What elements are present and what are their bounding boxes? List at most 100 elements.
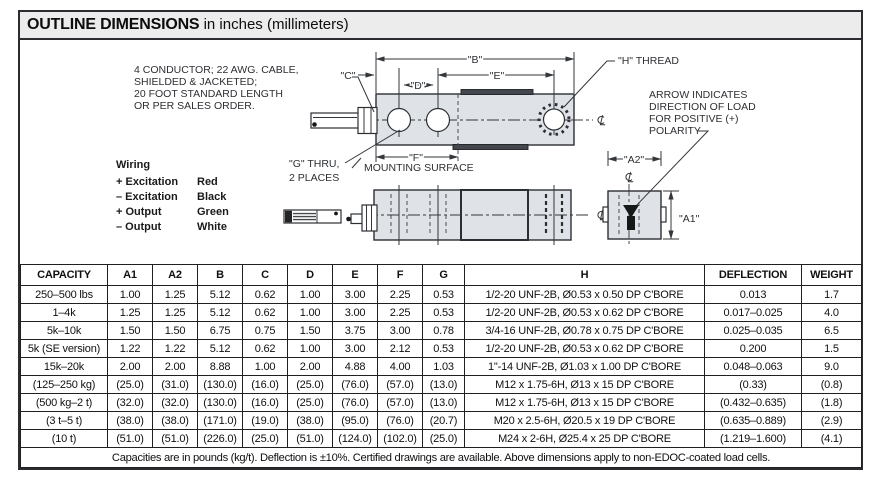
table-cell: 1.03 — [422, 357, 465, 376]
table-cell: 1–4k — [20, 303, 108, 322]
table-cell: 1.7 — [801, 285, 862, 304]
end-view: "A2" "A1" — [602, 130, 710, 247]
table-cell: 0.013 — [704, 285, 802, 304]
table-cell: 2.25 — [377, 303, 423, 322]
table-row: (500 kg–2 t)(32.0)(32.0)(130.0)(16.0)(25… — [20, 393, 862, 412]
cable-end-cap — [285, 210, 292, 223]
table-cell: M20 x 2.5-6H, Ø20.5 x 19 DP C'BORE — [464, 411, 705, 430]
column-header: E — [332, 264, 378, 286]
wiring-heading: Wiring — [116, 159, 150, 171]
side-lug-right — [660, 206, 667, 223]
table-cell: 3.00 — [377, 321, 423, 340]
table-cell: (16.0) — [242, 375, 288, 394]
table-cell: (2.9) — [801, 411, 862, 430]
cable-note-line: 20 FOOT STANDARD LENGTH — [134, 88, 283, 100]
table-cell: 1.50 — [287, 321, 333, 340]
table-cell: 5.12 — [197, 303, 243, 322]
table-cell: 1.25 — [152, 303, 198, 322]
table-cell: 1.50 — [152, 321, 198, 340]
table-cell: 0.78 — [422, 321, 465, 340]
outline-drawing: "B" "E" "C" "D" "F" "H" THREAD "G" — [116, 52, 756, 247]
side-view: "B" "E" "C" "D" "F" "H" THREAD "G" — [289, 52, 679, 184]
polarity-note-line: POLARITY — [649, 125, 701, 137]
table-cell: 250–500 lbs — [20, 285, 108, 304]
wiring-signal: + Excitation — [116, 176, 178, 188]
table-cell: (3 t–5 t) — [20, 411, 108, 430]
through-hole-1 — [386, 107, 412, 133]
column-header: C — [242, 264, 288, 286]
dim-label-F: "F" — [409, 152, 423, 164]
wiring-color: Red — [197, 176, 218, 188]
column-header: D — [287, 264, 333, 286]
table-cell: (1.8) — [801, 393, 862, 412]
table-cell: 1.25 — [107, 303, 153, 322]
polarity-note-line: FOR POSITIVE (+) — [649, 113, 739, 125]
table-cell: 1.00 — [287, 303, 333, 322]
dim-label-D: "D" — [410, 80, 425, 92]
bottom-mounting-pad — [452, 144, 529, 150]
table-cell: 1.22 — [107, 339, 153, 358]
mounting-surface-label: MOUNTING SURFACE — [364, 162, 474, 174]
table-cell: (38.0) — [287, 411, 333, 430]
table-cell: 1.22 — [152, 339, 198, 358]
dim-label-B: "B" — [468, 54, 483, 66]
table-cell: 0.62 — [242, 303, 288, 322]
cable-note: 4 CONDUCTOR; 22 AWG. CABLE, SHIELDED & J… — [134, 64, 299, 112]
table-cell: 0.025–0.035 — [704, 321, 802, 340]
table-cell: (0.8) — [801, 375, 862, 394]
column-header: WEIGHT — [801, 264, 862, 286]
centerline-icon — [625, 171, 634, 183]
table-cell: 0.017–0.025 — [704, 303, 802, 322]
cable-side — [310, 112, 360, 129]
table-cell: M12 x 1.75-6H, Ø13 x 15 DP C'BORE — [464, 375, 705, 394]
table-cell: 1.25 — [152, 285, 198, 304]
table-cell: 0.53 — [422, 285, 465, 304]
side-lug-left — [602, 206, 609, 223]
table-footnote-row: Capacities are in pounds (kg/t). Deflect… — [20, 447, 862, 468]
top-mounting-pad — [460, 89, 534, 95]
table-cell: (0.33) — [704, 375, 802, 394]
table-cell: 3.00 — [332, 303, 378, 322]
panel-title-units: in inches (millimeters) — [199, 16, 349, 33]
table-cell: 0.53 — [422, 339, 465, 358]
polarity-note-line: DIRECTION OF LOAD — [649, 101, 756, 113]
table-row: (10 t)(51.0)(51.0)(226.0)(25.0)(51.0)(12… — [20, 429, 862, 448]
table-cell: (171.0) — [197, 411, 243, 430]
table-cell: (38.0) — [107, 411, 153, 430]
table-cell: 1.50 — [107, 321, 153, 340]
table-cell: (51.0) — [152, 429, 198, 448]
table-row: (125–250 kg)(25.0)(31.0)(130.0)(16.0)(25… — [20, 375, 862, 394]
dim-label-A2: "A2" — [624, 154, 645, 166]
table-cell: (130.0) — [197, 375, 243, 394]
table-cell: (125–250 kg) — [20, 375, 108, 394]
table-cell: (13.0) — [422, 393, 465, 412]
polarity-note-line: ARROW INDICATES — [649, 89, 747, 101]
g-thru-leader — [344, 129, 401, 164]
table-cell: 0.75 — [242, 321, 288, 340]
wiring-legend: Wiring + Excitation Red – Excitation Bla… — [116, 159, 229, 233]
wiring-signal: + Output — [116, 206, 162, 218]
column-header: G — [422, 264, 465, 286]
cable-dot — [334, 211, 338, 216]
table-cell: (38.0) — [152, 411, 198, 430]
table-cell: 2.00 — [287, 357, 333, 376]
table-cell: (76.0) — [377, 411, 423, 430]
table-cell: (25.0) — [287, 393, 333, 412]
table-cell: (4.1) — [801, 429, 862, 448]
polarity-note: ARROW INDICATES DIRECTION OF LOAD FOR PO… — [649, 89, 756, 137]
table-cell: (500 kg–2 t) — [20, 393, 108, 412]
wiring-color: Black — [197, 191, 227, 203]
table-cell: M12 x 1.75-6H, Ø13 x 15 DP C'BORE — [464, 393, 705, 412]
table-cell: (25.0) — [107, 375, 153, 394]
wiring-color: Green — [197, 206, 229, 218]
cable-note-leader — [352, 76, 375, 113]
table-cell: 1.5 — [801, 339, 862, 358]
dim-label-E: "E" — [490, 70, 505, 82]
table-cell: 3/4-16 UNF-2B, Ø0.78 x 0.75 DP C'BORE — [464, 321, 705, 340]
mounting-surface-leader — [351, 157, 362, 169]
table-cell: 8.88 — [197, 357, 243, 376]
